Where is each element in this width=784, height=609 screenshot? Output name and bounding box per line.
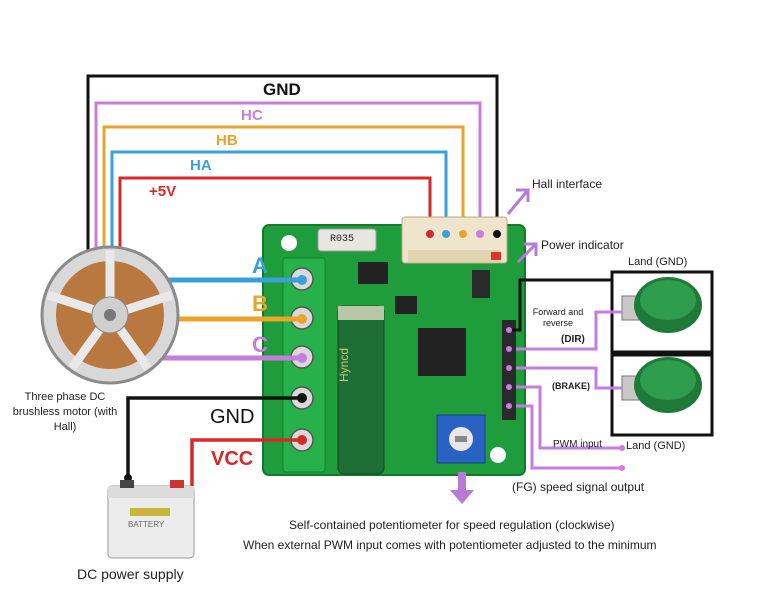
land-gnd-bottom-label: Land (GND): [626, 440, 686, 452]
resistor-code: R035: [330, 234, 355, 245]
power-indicator-label: Power indicator: [541, 238, 624, 252]
brushless-motor: [40, 245, 180, 385]
mcu-chip: [418, 328, 466, 376]
power-supply-label: DC power supply: [77, 566, 184, 582]
dir-button: [610, 270, 714, 354]
hb-label: HB: [216, 132, 238, 149]
phase-b-label: B: [252, 291, 268, 316]
hc-label: HC: [241, 107, 263, 124]
gnd-hall-wire: [86, 74, 499, 255]
pwm-input-label: PWM input: [553, 439, 602, 450]
plus5v-wire: [118, 176, 432, 255]
brake-button: [610, 353, 714, 437]
hb-wire: [102, 125, 465, 255]
brake-wire: [516, 366, 622, 390]
shunt-resistor: [317, 228, 377, 252]
dir-wire: [516, 310, 622, 351]
power-arrow: [516, 242, 538, 264]
gnd-power-label: GND: [210, 406, 255, 428]
ha-label: HA: [190, 157, 212, 174]
gnd-hall-label: GND: [263, 80, 301, 99]
fg-output-label: (FG) speed signal output: [512, 480, 645, 494]
ha-wire: [110, 150, 448, 255]
gnd-power-wire: [126, 396, 302, 478]
battery: [107, 480, 195, 559]
controller-board: [263, 225, 525, 475]
hc-wire: [94, 101, 482, 255]
capacitor-brand: Hyncd: [337, 347, 351, 382]
phase-c-label: C: [252, 332, 268, 357]
battery-label: BATTERY: [128, 520, 165, 529]
vcc-label: VCC: [211, 448, 254, 470]
motor-label: Three phase DC brushless motor (with Hal…: [12, 391, 118, 433]
brake-label: (BRAKE): [552, 381, 590, 391]
land-gnd-top-label: Land (GND): [628, 256, 688, 268]
hall-interface-label: Hall interface: [532, 177, 603, 191]
phase-a-label: A: [252, 253, 268, 278]
forward-reverse-label: Forward and reverse: [532, 307, 584, 328]
note-line-1: Self-contained potentiometer for speed r…: [289, 518, 615, 532]
pot-arrow: [450, 472, 474, 504]
pwm-wire: [516, 385, 622, 450]
capacitor: [337, 305, 385, 475]
gnd-button-wire: [512, 278, 612, 332]
fg-wire: [516, 404, 622, 470]
dir-label: (DIR): [561, 334, 585, 345]
note-line-2: When external PWM input comes with poten…: [243, 538, 657, 552]
power-led: [491, 252, 501, 260]
hall-arrow: [506, 188, 530, 215]
plus5v-label: +5V: [149, 183, 177, 200]
